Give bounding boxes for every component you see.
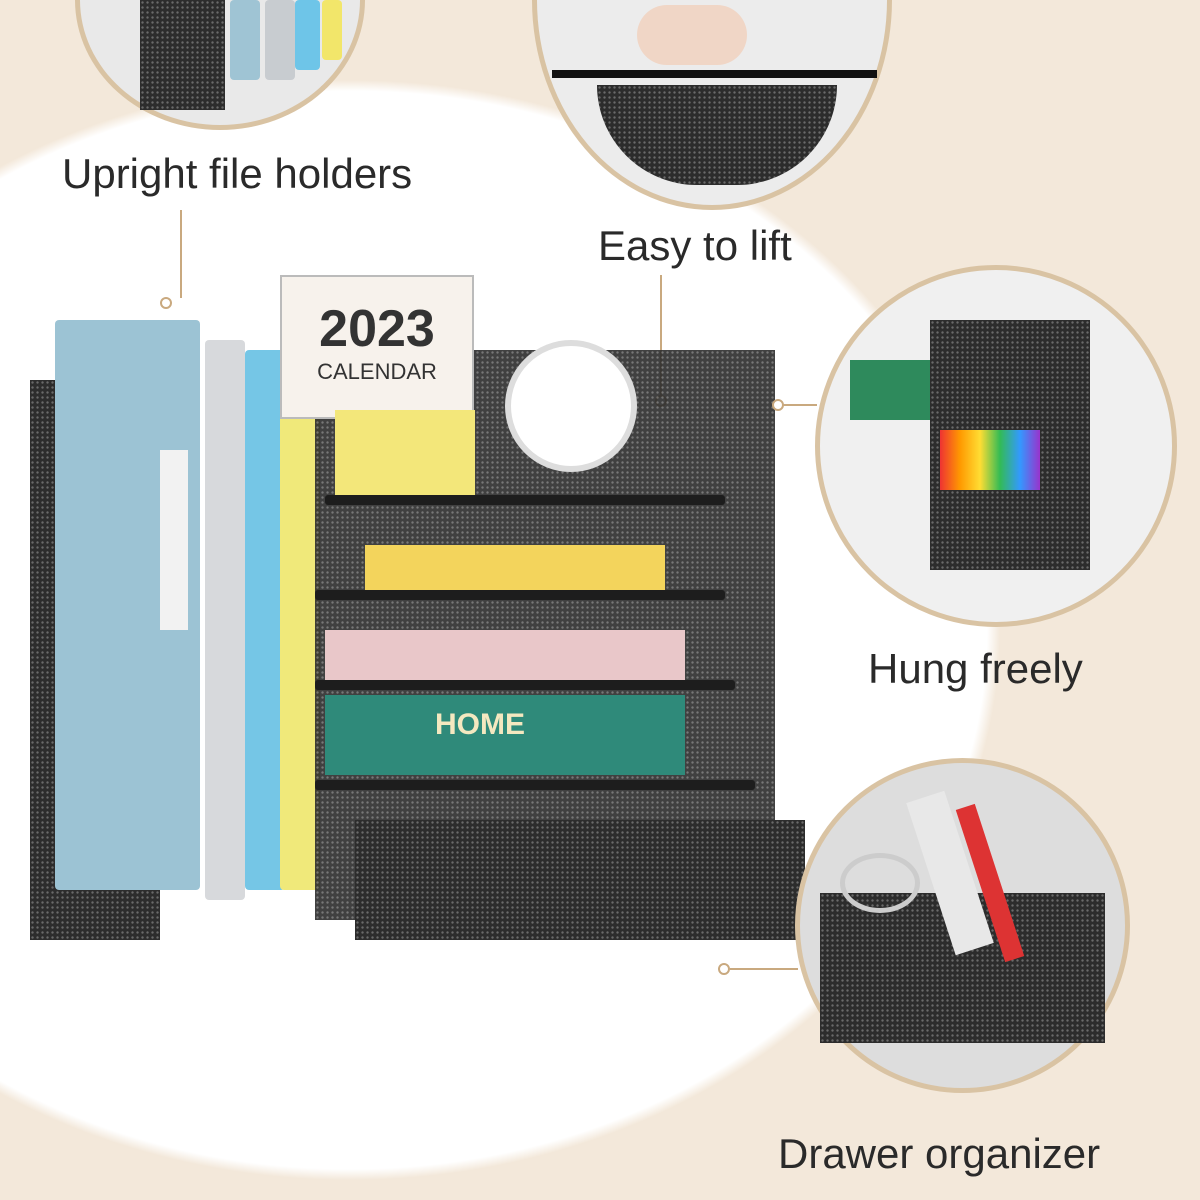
callout-line-drawer — [730, 968, 798, 970]
calendar-year: 2023 — [319, 300, 435, 358]
callout-line-lift — [660, 275, 662, 395]
callout-dot-hung — [772, 399, 784, 411]
callout-upright-file-holders: Upright file holders — [62, 150, 413, 197]
callout-dot-upright — [160, 297, 172, 309]
alarm-clock — [505, 340, 637, 472]
detail-circle-file-holders — [75, 0, 365, 130]
calendar: 2023 CALENDAR — [280, 275, 474, 419]
book-title: HOME — [435, 708, 525, 741]
callout-hung-freely: Hung freely — [868, 645, 1083, 692]
detail-circle-drawer-organizer — [795, 758, 1130, 1093]
callout-dot-drawer — [718, 963, 730, 975]
book: HOME — [325, 695, 685, 775]
detail-circle-easy-lift — [532, 0, 892, 210]
callout-line-upright — [180, 210, 182, 298]
callout-drawer-organizer: Drawer organizer — [778, 1130, 1101, 1177]
detail-circle-hung-freely — [815, 265, 1177, 627]
calendar-label: CALENDAR — [317, 359, 437, 384]
callout-line-hung — [782, 404, 817, 406]
callout-easy-to-lift: Easy to lift — [598, 222, 792, 269]
product-desk-organizer: 2023 CALENDAR HOME — [25, 260, 805, 980]
